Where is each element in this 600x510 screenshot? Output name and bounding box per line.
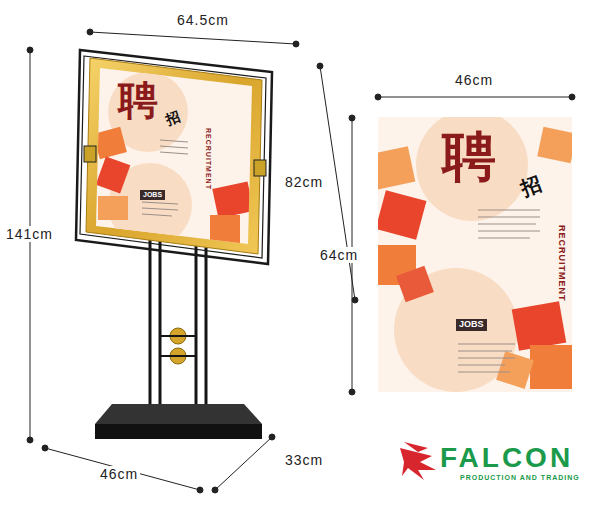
section-heading: JOBS bbox=[456, 319, 487, 331]
dimension-label: 141cm bbox=[4, 226, 55, 242]
dimension-label: 46cm bbox=[98, 466, 140, 482]
poster-character: 招 bbox=[164, 109, 182, 128]
poster-subtitle: RECRUITMENT bbox=[556, 225, 566, 302]
brand-tagline: PRODUCTION AND TRADING bbox=[458, 474, 582, 482]
dimension-label: 64cm bbox=[318, 247, 360, 263]
dimension-label: 64.5cm bbox=[175, 12, 231, 28]
logo-bird bbox=[400, 442, 436, 480]
poster-character: 聘 bbox=[118, 78, 158, 122]
brand-name: FALCON bbox=[438, 442, 575, 474]
poster-on-stand: 聘招 RECRUITMENT JOBS bbox=[100, 78, 248, 228]
dimension-label: 33cm bbox=[283, 452, 325, 468]
dimension-label: 82cm bbox=[283, 174, 325, 190]
dimension-lines bbox=[27, 29, 575, 493]
poster-flat: 聘招 RECRUITMENT JOBS bbox=[380, 119, 570, 390]
poster-frame bbox=[76, 50, 272, 264]
poster-character: 招 bbox=[518, 172, 544, 200]
dimension-label: 46cm bbox=[453, 72, 495, 88]
poster-character: 聘 bbox=[442, 127, 496, 186]
stand-base bbox=[95, 240, 262, 439]
poster-flat bbox=[369, 109, 577, 392]
section-heading: JOBS bbox=[140, 190, 165, 200]
poster-subtitle: RECRUITMENT bbox=[204, 128, 212, 190]
